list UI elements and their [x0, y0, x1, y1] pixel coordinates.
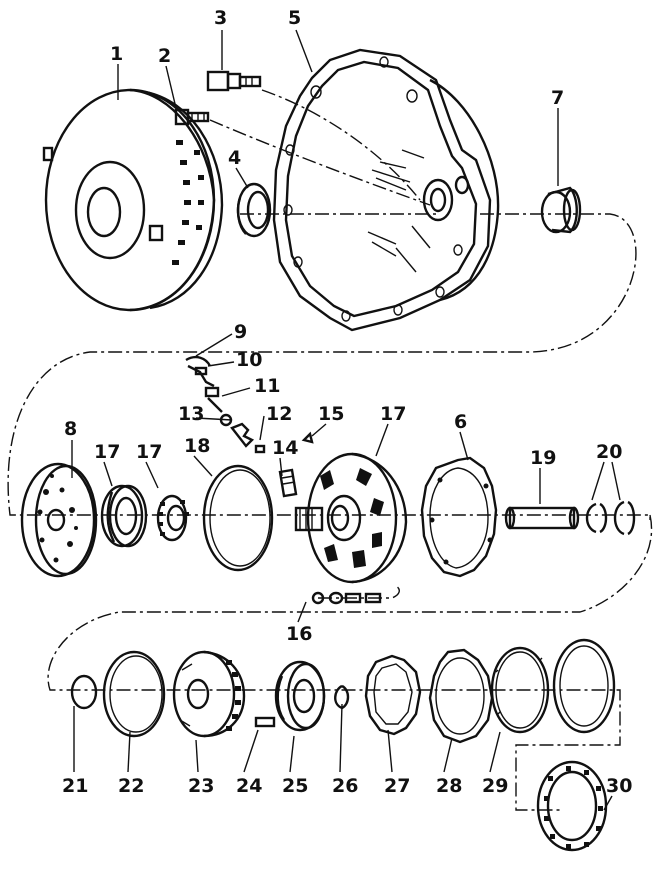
label-21: 21 [62, 775, 88, 797]
bolt-part-3 [206, 70, 262, 92]
o-ring-part-18 [202, 464, 274, 572]
label-24: 24 [236, 775, 262, 797]
label-23: 23 [188, 775, 214, 797]
label-16: 16 [286, 623, 312, 645]
label-29: 29 [482, 775, 508, 797]
seal-part-4 [236, 182, 272, 238]
label-11: 11 [254, 375, 280, 397]
label-30: 30 [606, 775, 632, 797]
bushing-part-7 [540, 186, 582, 234]
clutch-plates-part-30 [536, 638, 616, 852]
label-12: 12 [266, 403, 292, 425]
label-4: 4 [228, 147, 241, 169]
label-15: 15 [318, 403, 344, 425]
label-18: 18 [184, 435, 210, 457]
clutch-drum-part-23 [172, 650, 246, 738]
label-13: 13 [178, 403, 204, 425]
label-2: 2 [158, 45, 171, 67]
label-28: 28 [436, 775, 462, 797]
snap-ring-part-26 [334, 684, 350, 710]
clutch-plate-part-28 [428, 648, 494, 744]
label-19: 19 [530, 447, 556, 469]
label-10: 10 [236, 349, 262, 371]
label-26: 26 [332, 775, 358, 797]
shaft-part-19 [504, 506, 580, 530]
label-20: 20 [596, 441, 622, 463]
label-9: 9 [234, 321, 247, 343]
pump-body-part-17-right [294, 452, 408, 584]
leader-lines [71, 29, 621, 811]
small-parts-16 [311, 591, 382, 605]
label-8: 8 [64, 418, 77, 440]
steel-plate-part-29 [490, 646, 550, 734]
seal-part-17-left [100, 484, 148, 548]
gear-part-17-middle [156, 494, 189, 542]
label-5: 5 [288, 7, 301, 29]
snap-ring-part-21 [70, 674, 98, 710]
callout-labels: 1 2 3 4 5 6 7 8 9 10 11 12 13 14 15 16 1… [62, 7, 632, 797]
piston-part-25 [274, 660, 326, 732]
rings-part-20 [585, 500, 636, 536]
label-17b: 17 [94, 441, 120, 463]
label-17c: 17 [136, 441, 162, 463]
plate-part-8 [20, 462, 98, 578]
wave-plate-part-27 [364, 654, 422, 736]
label-6: 6 [454, 411, 467, 433]
label-27: 27 [384, 775, 410, 797]
label-14: 14 [272, 437, 298, 459]
label-1: 1 [110, 43, 123, 65]
gasket-part-6 [420, 456, 498, 578]
key-part-24 [254, 716, 276, 728]
label-17a: 17 [380, 403, 406, 425]
label-25: 25 [282, 775, 308, 797]
label-7: 7 [551, 87, 564, 109]
o-ring-part-22 [102, 650, 166, 738]
torque-converter [42, 88, 224, 312]
bolt-part-2 [174, 108, 210, 126]
small-parts-9-15 [185, 355, 314, 498]
label-3: 3 [214, 7, 227, 29]
label-22: 22 [118, 775, 144, 797]
bellhousing [272, 48, 500, 332]
